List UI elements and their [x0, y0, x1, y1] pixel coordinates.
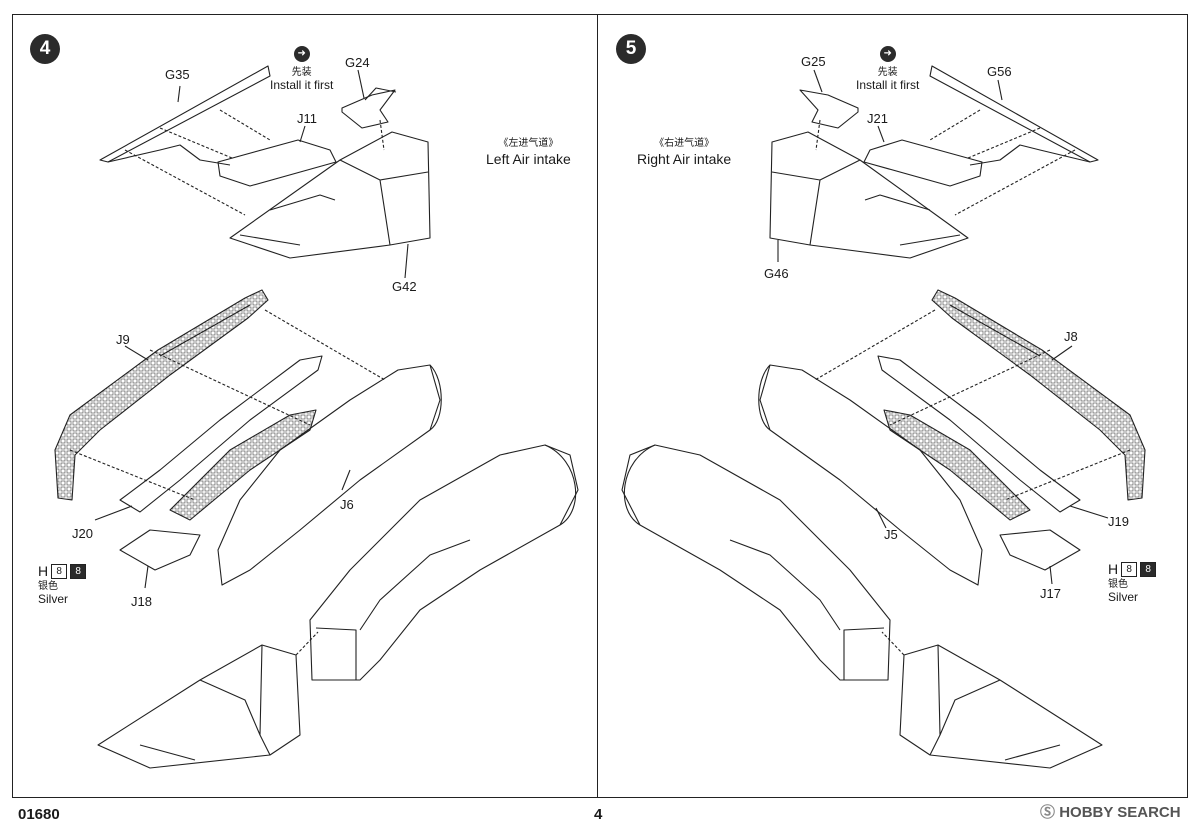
left-panel-art [54, 65, 579, 769]
install-first-en: Install it first [270, 78, 334, 93]
label-j8: J8 [1064, 329, 1078, 344]
paint-code: H [1108, 561, 1119, 577]
label-g24: G24 [345, 55, 370, 70]
paint-num-box-dark: 8 [70, 564, 87, 580]
paint-en: Silver [38, 591, 69, 606]
assembled-duct [309, 444, 579, 681]
label-j6: J6 [340, 497, 354, 512]
label-j21: J21 [867, 111, 888, 126]
paint-num-box-dark: 8 [1140, 562, 1157, 578]
paint-code: H [38, 563, 49, 579]
page-frame [12, 14, 1188, 798]
part-j8 [931, 289, 1146, 501]
part-j21 [863, 139, 983, 187]
label-j5: J5 [884, 527, 898, 542]
label-g46: G46 [764, 266, 789, 281]
step-number-4: 4 [30, 34, 60, 64]
part-j17 [999, 529, 1081, 571]
label-j11: J11 [297, 111, 317, 126]
part-j20 [119, 355, 323, 513]
part-j19 [877, 355, 1081, 513]
product-code: 01680 [18, 806, 60, 823]
part-j5 [759, 364, 983, 586]
left-intake-title: 《左进气道》 Left Air intake [486, 137, 571, 168]
assembled-intake-right [899, 644, 1103, 769]
part-j11 [217, 139, 337, 187]
part-j6 [217, 364, 441, 586]
install-first-en: Install it first [856, 78, 920, 93]
install-first-note-left: ➜ 先装 Install it first [270, 45, 333, 93]
right-panel-art [621, 65, 1146, 769]
part-g24 [341, 89, 396, 129]
label-g42: G42 [392, 279, 417, 294]
right-intake-title: 《右进气道》 Right Air intake [637, 137, 731, 168]
install-first-zh: 先装 [291, 67, 312, 78]
part-g56 [929, 65, 1099, 163]
part-j9 [54, 289, 269, 501]
label-j18: J18 [131, 594, 152, 609]
paint-zh: 银色 [1108, 578, 1128, 590]
paint-num-box: 8 [51, 564, 68, 580]
paint-num-box: 8 [1121, 562, 1138, 578]
label-j20: J20 [72, 526, 93, 541]
install-first-note-right: ➜ 先装 Install it first [856, 45, 919, 93]
watermark: Ⓢ HOBBY SEARCH [1040, 801, 1181, 822]
assembled-intake-left [97, 644, 301, 769]
part-g42 [229, 131, 431, 259]
part-g35 [99, 65, 271, 163]
left-intake-zh: 《左进气道》 [498, 138, 559, 149]
left-intake-en: Left Air intake [486, 151, 571, 167]
watermark-text: HOBBY SEARCH [1059, 804, 1181, 821]
right-intake-zh: 《右进气道》 [654, 138, 715, 149]
label-g25: G25 [801, 54, 826, 69]
page-number: 4 [594, 806, 603, 823]
right-intake-en: Right Air intake [637, 151, 732, 167]
part-j18 [119, 529, 201, 571]
arrow-circle-icon: ➜ [293, 46, 310, 62]
arrow-circle-icon: ➜ [879, 46, 896, 62]
install-first-zh: 先装 [877, 67, 898, 78]
label-j9: J9 [116, 332, 130, 347]
paint-en: Silver [1108, 589, 1139, 604]
step-number-5: 5 [616, 34, 646, 64]
label-g35: G35 [165, 67, 190, 82]
assembled-duct-right [621, 444, 891, 681]
label-j19: J19 [1108, 514, 1129, 529]
label-j17: J17 [1040, 586, 1061, 601]
label-g56: G56 [987, 64, 1012, 79]
paint-zh: 银色 [38, 580, 58, 592]
part-g46 [769, 131, 969, 259]
panel-divider [597, 14, 599, 798]
part-g25 [799, 89, 859, 129]
hobby-search-logo-icon: Ⓢ [1040, 804, 1056, 821]
